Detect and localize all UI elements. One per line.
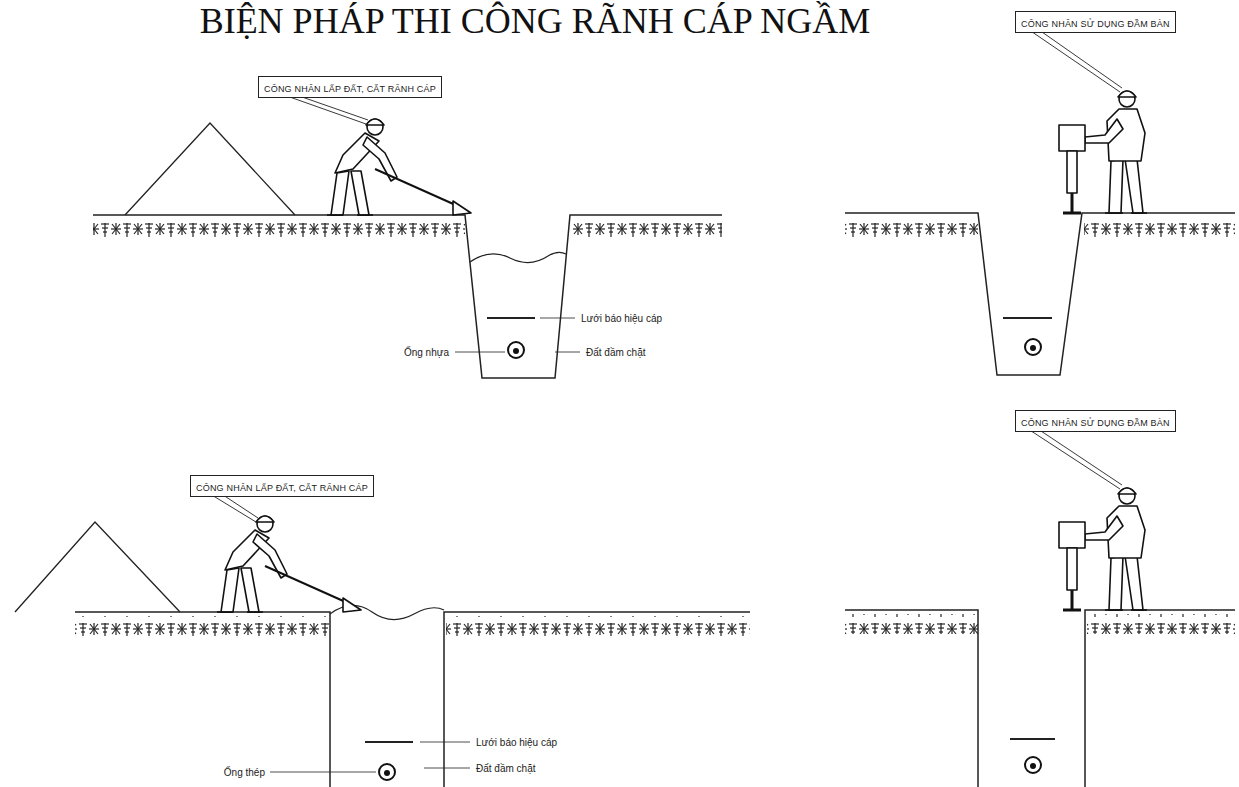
callout-box: CÔNG NHÂN SỬ DỤNG ĐẦM BÀN	[1015, 410, 1176, 432]
callout-text: CÔNG NHÂN SỬ DỤNG ĐẦM BÀN	[1021, 418, 1170, 428]
callout-text: CÔNG NHÂN LẤP ĐẤT, CẮT RÃNH CÁP	[264, 84, 436, 94]
callout-box: CÔNG NHÂN LẤP ĐẤT, CẮT RÃNH CÁP	[258, 76, 442, 98]
panel-steel-backfill	[15, 489, 750, 787]
part-label: Đất đầm chặt	[475, 763, 536, 774]
part-label: Ống thép	[223, 767, 266, 778]
part-label: Lưới báo hiệu cáp	[475, 737, 558, 748]
panel-plastic-backfill	[93, 90, 722, 378]
callout-text: CÔNG NHÂN LẤP ĐẤT, CẮT RÃNH CÁP	[196, 483, 368, 493]
panel-steel-compaction	[845, 425, 1235, 787]
callout-text: CÔNG NHÂN SỬ DỤNG ĐẦM BÀN	[1021, 19, 1170, 29]
part-label: Đất đầm chặt	[585, 347, 646, 358]
panel-plastic-compaction	[845, 25, 1235, 375]
part-label: Lưới báo hiệu cáp	[580, 313, 663, 324]
callout-box: CÔNG NHÂN SỬ DỤNG ĐẦM BÀN	[1015, 11, 1176, 33]
part-label: Ống nhựa	[403, 347, 450, 358]
callout-box: CÔNG NHÂN LẤP ĐẤT, CẮT RÃNH CÁP	[190, 475, 374, 497]
diagram-title: BIỆN PHÁP THI CÔNG RÃNH CÁP NGẦM	[200, 0, 871, 42]
